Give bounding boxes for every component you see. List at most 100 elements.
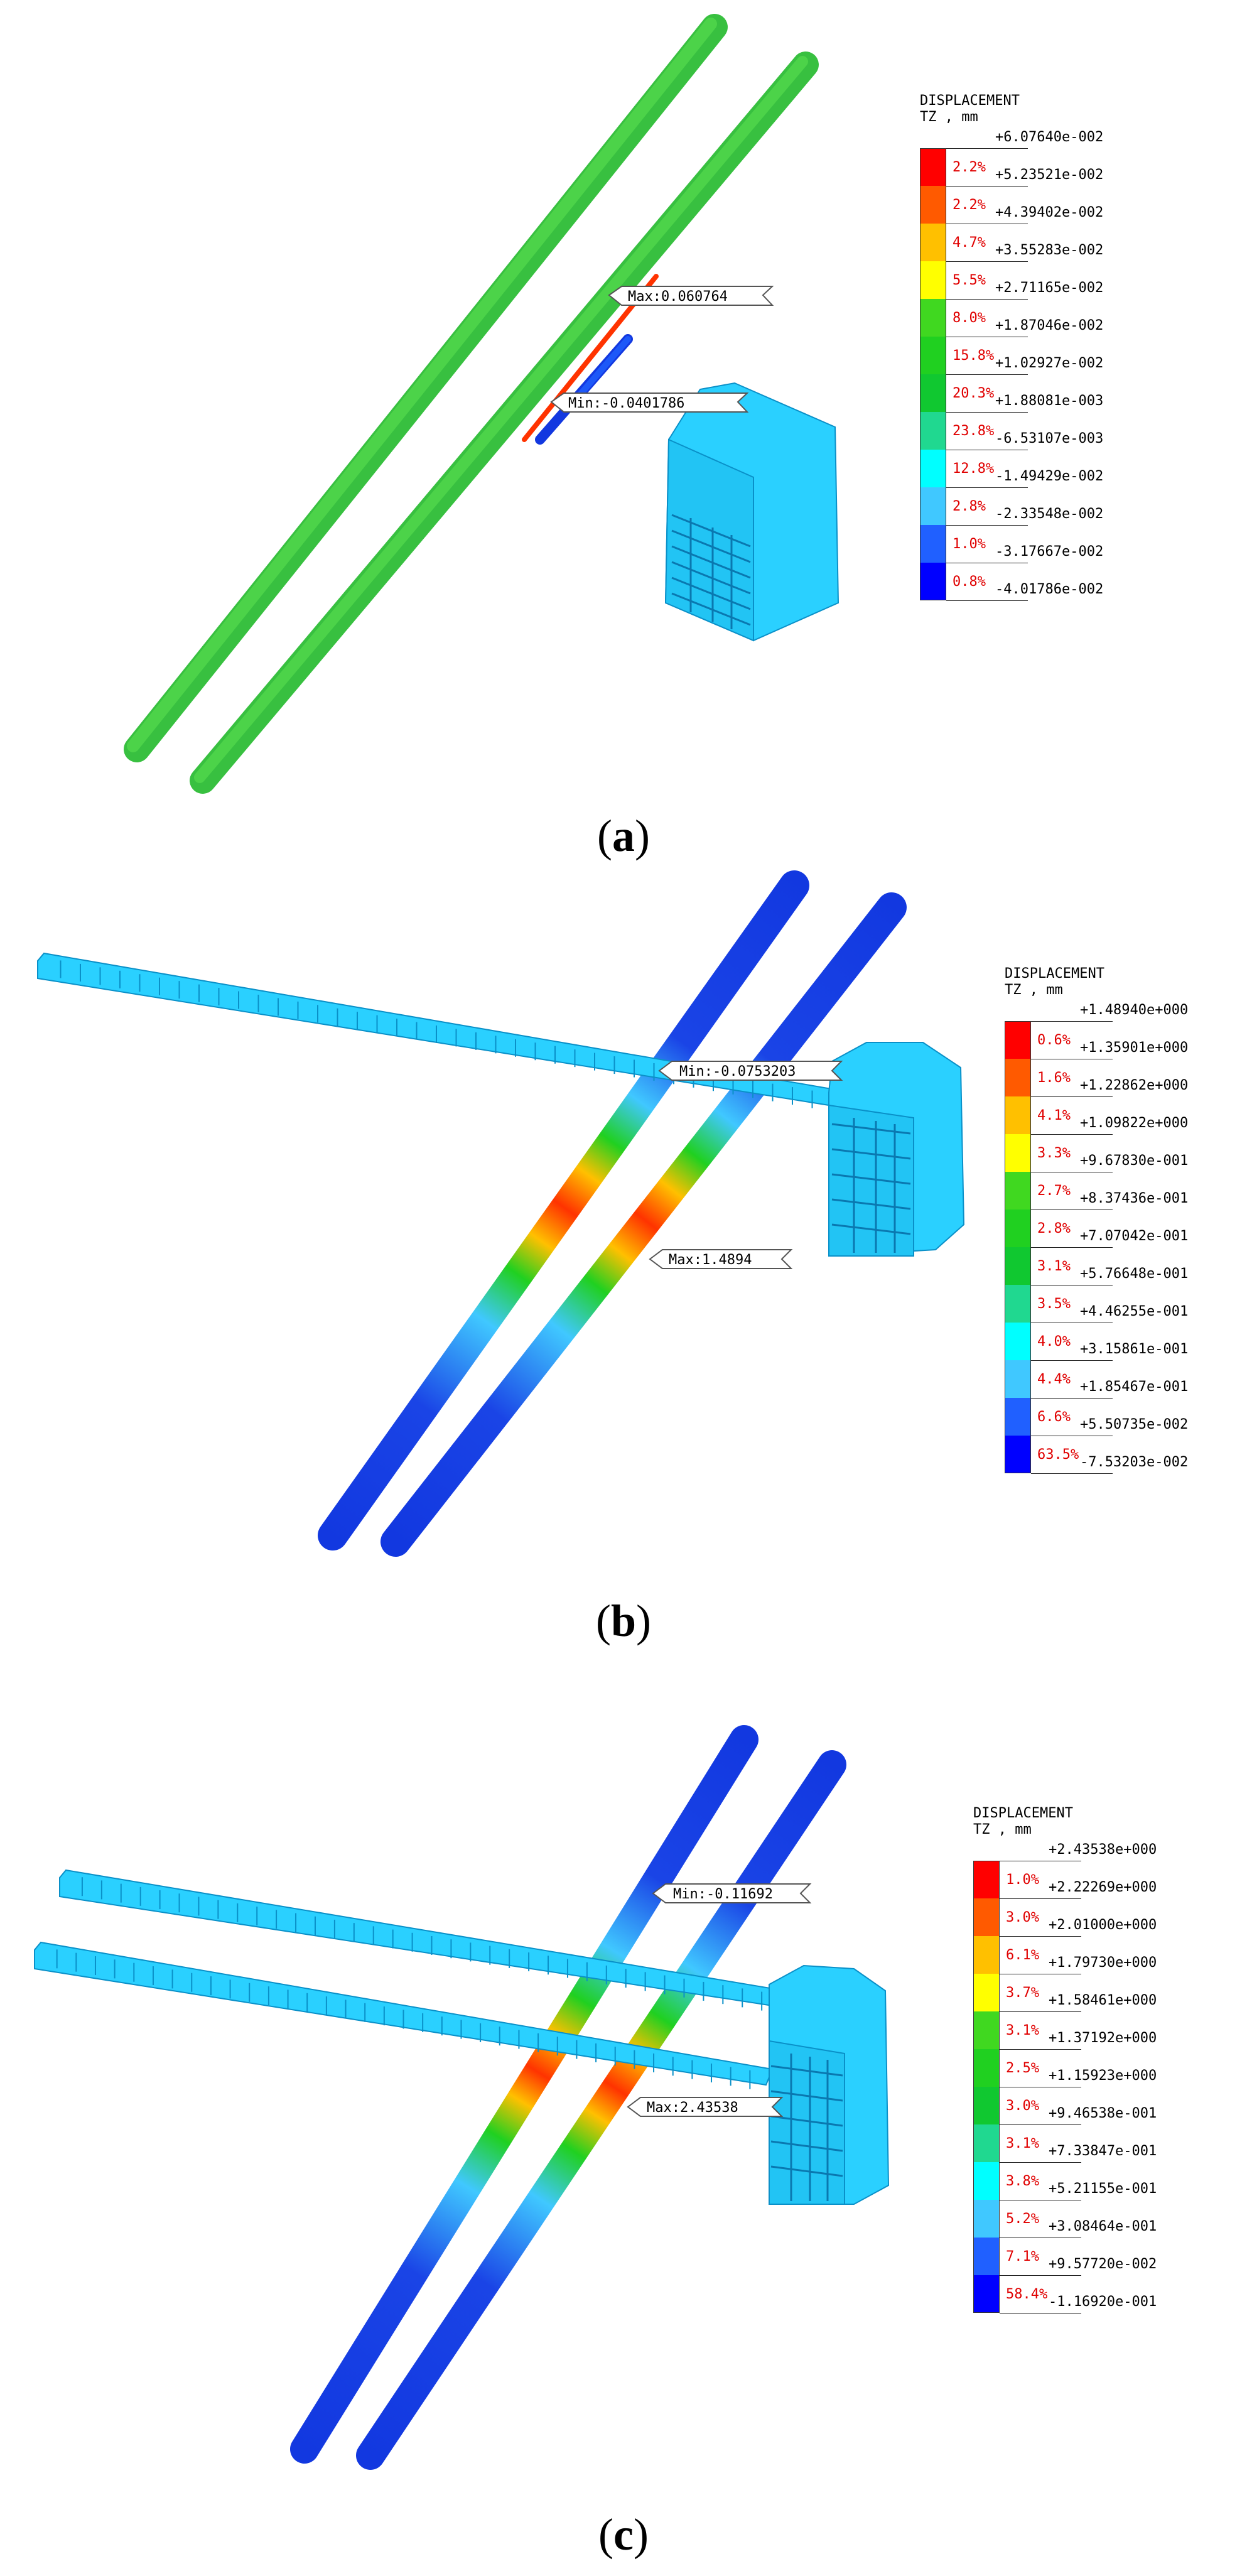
legend-value: +2.71165e-002 [995,280,1104,296]
legend-value: +1.37192e+000 [1049,2030,1157,2046]
structure-block-c [769,1964,890,2205]
legend-swatch [1005,1323,1031,1360]
legend-swatch [920,487,946,525]
legend-band: 3.8% [973,2162,1073,2200]
legend-percent: 2.7% [1037,1183,1071,1199]
legend-percent: 4.4% [1037,1372,1071,1387]
min-label-c: Min:-0.11692 [673,1886,773,1902]
legend-value: +5.21155e-001 [1049,2181,1157,2197]
legend-tick [1000,2275,1081,2276]
legend-band: 3.0% [973,1898,1073,1936]
legend-tick [1031,1134,1113,1135]
legend-value: +1.58461e+000 [1049,1993,1157,2008]
legend-value: -6.53107e-003 [995,431,1104,446]
legend-swatch [973,2275,1000,2313]
legend-value: +1.02927e-002 [995,355,1104,371]
legend-value: -4.01786e-002 [995,582,1104,597]
legend-swatch [1005,1247,1031,1285]
legend-value: +3.08464e-001 [1049,2219,1157,2234]
legend-swatch [1005,1398,1031,1436]
legend-tick [1031,1398,1113,1399]
legend-value: +1.85467e-001 [1080,1379,1189,1395]
legend-band: 2.5% [973,2049,1073,2087]
legend-percent: 3.1% [1006,2023,1039,2038]
legend-swatch [973,2124,1000,2162]
legend-value: +9.57720e-002 [1049,2256,1157,2272]
legend-percent: 2.8% [1037,1221,1071,1237]
legend-percent: 7.1% [1006,2249,1039,2265]
legend-value: -1.49429e-002 [995,468,1104,484]
legend-percent: 23.8% [953,423,995,439]
legend-percent: 6.6% [1037,1409,1071,1425]
legend-swatch [973,2162,1000,2200]
legend-value: -3.17667e-002 [995,544,1104,560]
legend-swatch [973,1861,1000,1898]
legend-value: +6.07640e-002 [995,129,1104,145]
legend-percent: 0.8% [953,574,986,590]
legend-band: 4.4% [1005,1360,1104,1398]
legend-percent: 3.7% [1006,1985,1039,2001]
legend-percent: 0.6% [1037,1032,1071,1048]
legend-value: +1.48940e+000 [1080,1002,1189,1018]
legend-value: +1.88081e-003 [995,393,1104,409]
legend-percent: 12.8% [953,461,995,477]
legend-tick [946,374,1028,375]
legend-value: +4.46255e-001 [1080,1304,1189,1319]
legend-percent: 3.1% [1006,2136,1039,2151]
legend-tick [1000,2124,1081,2125]
legend-band: 2.8% [920,487,1020,525]
legend-band: 12.8% [920,450,1020,487]
legend-title: DISPLACEMENT TZ , mm [920,93,1020,125]
caption-b: (b) [595,1596,651,1646]
legend-value: +7.33847e-001 [1049,2143,1157,2159]
legend-band: 7.1% [973,2238,1073,2275]
legend-value: +1.79730e+000 [1049,1955,1157,1971]
legend-percent: 2.2% [953,197,986,213]
min-callout-c: Min:-0.11692 [652,1883,812,1903]
legend-swatch [1005,1096,1031,1134]
legend-band: 3.3% [1005,1134,1104,1172]
legend-band: 3.1% [973,2011,1073,2049]
max-callout-c: Max:2.43538 [627,2097,784,2117]
legend-percent: 6.1% [1006,1947,1039,1963]
legend-band: 3.1% [973,2124,1073,2162]
legend-swatch [920,299,946,337]
legend-band: 63.5% [1005,1436,1104,1473]
legend-tick [1031,1247,1113,1248]
legend-percent: 58.4% [1006,2286,1048,2302]
legend-band: 8.0% [920,299,1020,337]
legend-band: 6.6% [1005,1398,1104,1436]
legend-value: -7.53203e-002 [1080,1454,1189,1470]
legend-percent: 3.8% [1006,2173,1039,2189]
legend-percent: 3.0% [1006,1910,1039,1925]
legend-band: 4.1% [1005,1096,1104,1134]
legend-swatch [1005,1021,1031,1059]
legend-tick [946,299,1028,300]
beam-c-upper [59,1869,805,2014]
legend-tick [946,600,1028,601]
legend-band: 4.7% [920,224,1020,261]
legend-band: 6.1% [973,1936,1073,1974]
pipe-left [318,870,809,1550]
legend-value: +1.22862e+000 [1080,1078,1189,1093]
legend-value: -1.16920e-001 [1049,2294,1157,2310]
legend-percent: 2.2% [953,160,986,175]
legend-swatch [920,186,946,224]
min-callout-a: Min:-0.0401786 [550,392,749,413]
legend-tick [1000,2011,1081,2012]
legend-tick [1031,1021,1113,1022]
legend-swatch [973,2238,1000,2275]
legend-swatch [1005,1134,1031,1172]
legend-tick [1000,2162,1081,2163]
max-callout-a: Max:0.060764 [608,286,774,306]
legend-band: 3.0% [973,2087,1073,2124]
legend-tick [946,148,1028,149]
legend-value: +1.35901e+000 [1080,1040,1189,1056]
legend-percent: 1.0% [953,536,986,552]
model-view-a: Max:0.060764 Min:-0.0401786 [124,14,839,794]
legend-value: +5.23521e-002 [995,167,1104,183]
legend-value: +1.09822e+000 [1080,1115,1189,1131]
legend-swatch [920,224,946,261]
legend-band: 5.2% [973,2200,1073,2238]
legend-band: 15.8% [920,337,1020,374]
